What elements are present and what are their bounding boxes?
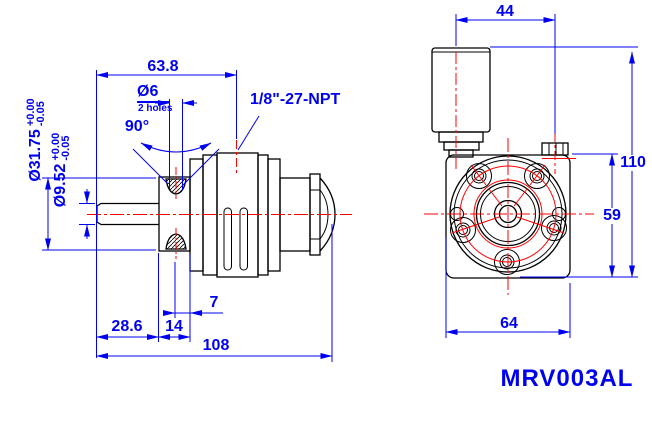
dim-overall-length: 108 (202, 337, 230, 354)
pilot-tolerance: +0.00 -0.05 (25, 98, 47, 127)
dim-length-to-port: 63.8 (147, 58, 179, 75)
muffler-neck-1 (438, 131, 484, 143)
muffler-neck-3 (448, 149, 474, 158)
front-view (431, 47, 571, 279)
dim-muffler-to-port: 44 (496, 3, 514, 20)
dim-flange-thickness: 14 (165, 318, 183, 335)
dim-overall-height: 110 (618, 154, 648, 171)
dim-90-arc (140, 142, 212, 153)
bolt-holes (450, 163, 567, 275)
shaft-tolerance: +0.00 -0.05 (50, 132, 72, 161)
muffler-body (431, 47, 491, 133)
dim-hole-diameter: Ø6 (137, 84, 170, 103)
dim-shaft-length: 28.6 (111, 318, 143, 335)
dim-hole-to-face: 7 (209, 294, 219, 311)
dimensions (42, 14, 638, 362)
radial-spokes (451, 164, 565, 234)
hole-count-note: 2 holes (138, 103, 173, 114)
dim-pilot-diameter: Ø31.75 +0.00 -0.05 (25, 98, 47, 182)
dim-shaft-diameter: Ø9.52 +0.00 -0.05 (50, 132, 72, 208)
part-number: MRV003AL (500, 365, 634, 392)
muffler-neck-2 (443, 141, 480, 151)
bolt-circle (459, 165, 557, 263)
dim-body-height: 59 (601, 207, 623, 224)
pilot-circle-red (473, 179, 543, 249)
centerlines (87, 52, 594, 295)
npt-leader (237, 115, 260, 151)
vent-slot-2 (239, 207, 248, 271)
dim-body-width: 64 (500, 315, 518, 332)
port-thread-callout: 1/8"-27-NPT (250, 91, 341, 108)
dim-countersink-angle: 90° (124, 118, 150, 135)
vent-slot-1 (223, 207, 232, 271)
